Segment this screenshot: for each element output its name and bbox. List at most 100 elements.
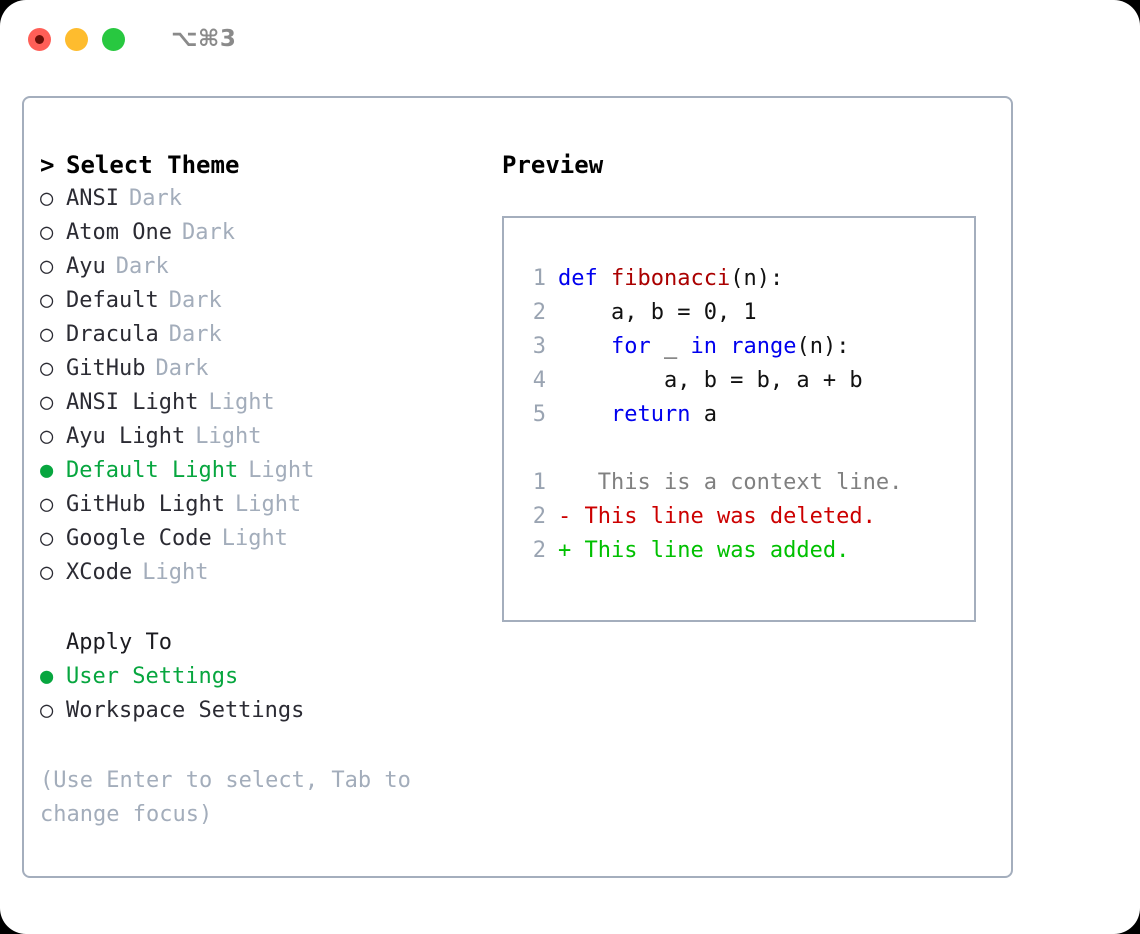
code-token: return (610, 402, 691, 427)
theme-option-google-code[interactable]: ○ Google Code Light (40, 522, 480, 556)
code-token: _ (650, 334, 691, 359)
theme-option-name: Google Code (66, 526, 212, 551)
code-token: a (690, 402, 717, 427)
apply-to-option-name: Workspace Settings (66, 698, 305, 723)
theme-option-category: Dark (115, 254, 169, 279)
line-number: 1 (532, 470, 546, 495)
theme-option-category: Dark (181, 220, 235, 245)
theme-list-header: > Select Theme (40, 148, 480, 182)
apply-to-option-workspace-settings[interactable]: ○Workspace Settings (40, 694, 480, 728)
diff-marker: - (558, 504, 572, 529)
theme-option-category: Light (142, 560, 209, 585)
theme-option-ayu[interactable]: ○ Ayu Dark (40, 250, 480, 284)
diff-sample: 1 This is a context line.2- This line wa… (522, 466, 974, 568)
theme-list-header-label: Select Theme (66, 151, 240, 179)
code-line: 3 for _ in range(n): (522, 330, 974, 364)
theme-option-name: GitHub Light (66, 492, 225, 517)
theme-option-name: Default Light (66, 458, 239, 483)
code-token: (n): (730, 266, 784, 291)
theme-option-default-light[interactable]: ● Default Light Light (40, 454, 480, 488)
line-number: 2 (532, 300, 546, 325)
close-button-icon[interactable] (28, 27, 51, 51)
theme-option-name: Atom One (66, 220, 172, 245)
radio-unselected-icon: ○ (40, 288, 54, 313)
code-token: def (558, 266, 611, 291)
code-token (717, 334, 730, 359)
line-number: 1 (532, 266, 546, 291)
keyboard-hint-text: (Use Enter to select, Tab to change focu… (40, 768, 425, 827)
line-number: 2 (532, 504, 546, 529)
theme-option-name: Ayu Light (66, 424, 186, 449)
apply-to-header: Apply To (66, 630, 172, 655)
code-line: 5 return a (522, 398, 974, 432)
diff-line: 2+ This line was added. (522, 534, 974, 568)
radio-unselected-icon: ○ (40, 220, 54, 245)
theme-option-name: XCode (66, 560, 133, 585)
code-line: 2 a, b = 0, 1 (522, 296, 974, 330)
window-controls (28, 27, 125, 51)
line-number: 4 (532, 368, 546, 393)
radio-unselected-icon: ○ (40, 254, 54, 279)
radio-selected-icon: ● (40, 458, 54, 483)
theme-option-default[interactable]: ○ Default Dark (40, 284, 480, 318)
title-bar: ⌥⌘3 (0, 0, 1140, 78)
theme-option-category: Light (221, 526, 288, 551)
diff-marker (558, 470, 571, 495)
code-token: fibonacci (610, 266, 731, 291)
theme-option-name: GitHub (66, 356, 146, 381)
apply-to-option-user-settings[interactable]: ● User Settings (40, 660, 480, 694)
theme-option-ayu-light[interactable]: ○ Ayu Light Light (40, 420, 480, 454)
line-number: 5 (532, 402, 546, 427)
caret-icon: > (40, 151, 55, 179)
theme-option-name: Ayu (66, 254, 106, 279)
diff-line: 1 This is a context line. (522, 466, 974, 500)
theme-option-dracula[interactable]: ○ Dracula Dark (40, 318, 480, 352)
radio-selected-icon: ● (40, 664, 54, 689)
minimize-button-icon[interactable] (65, 27, 88, 51)
theme-option-category: Dark (168, 322, 222, 347)
maximize-button-icon[interactable] (102, 27, 125, 51)
theme-option-ansi-light[interactable]: ○ ANSI Light Light (40, 386, 480, 420)
code-token: a, b = 0, 1 (558, 300, 757, 325)
radio-unselected-icon: ○ (40, 424, 54, 449)
diff-marker: + (558, 538, 572, 563)
theme-option-category: Dark (155, 356, 209, 381)
code-token: a, b = b, a + b (558, 368, 863, 393)
theme-option-atom-one[interactable]: ○ Atom One Dark (40, 216, 480, 250)
theme-option-category: Dark (128, 186, 182, 211)
diff-text: This line was added. (571, 538, 850, 563)
apply-to-option-name: User Settings (66, 664, 239, 689)
radio-unselected-icon: ○ (40, 492, 54, 517)
radio-unselected-icon: ○ (40, 390, 54, 415)
code-token: for (610, 334, 651, 359)
section-spacer (40, 590, 480, 626)
theme-option-category: Light (195, 424, 262, 449)
line-number: 3 (532, 334, 546, 359)
theme-option-category: Light (248, 458, 315, 483)
code-token (558, 334, 611, 359)
theme-option-name: ANSI Light (66, 390, 199, 415)
theme-option-name: Dracula (66, 322, 159, 347)
radio-unselected-icon: ○ (40, 526, 54, 551)
theme-option-category: Light (208, 390, 275, 415)
theme-option-category: Dark (168, 288, 222, 313)
theme-option-ansi[interactable]: ○ ANSI Dark (40, 182, 480, 216)
theme-option-name: Default (66, 288, 159, 313)
diff-text: This is a context line. (571, 470, 903, 495)
radio-unselected-icon: ○ (40, 186, 54, 211)
code-token: (n): (796, 334, 850, 359)
diff-text: This line was deleted. (571, 504, 876, 529)
theme-option-name: ANSI (66, 186, 119, 211)
code-token: in (690, 334, 717, 359)
radio-unselected-icon: ○ (40, 322, 54, 347)
code-line: 4 a, b = b, a + b (522, 364, 974, 398)
diff-line: 2- This line was deleted. (522, 500, 974, 534)
